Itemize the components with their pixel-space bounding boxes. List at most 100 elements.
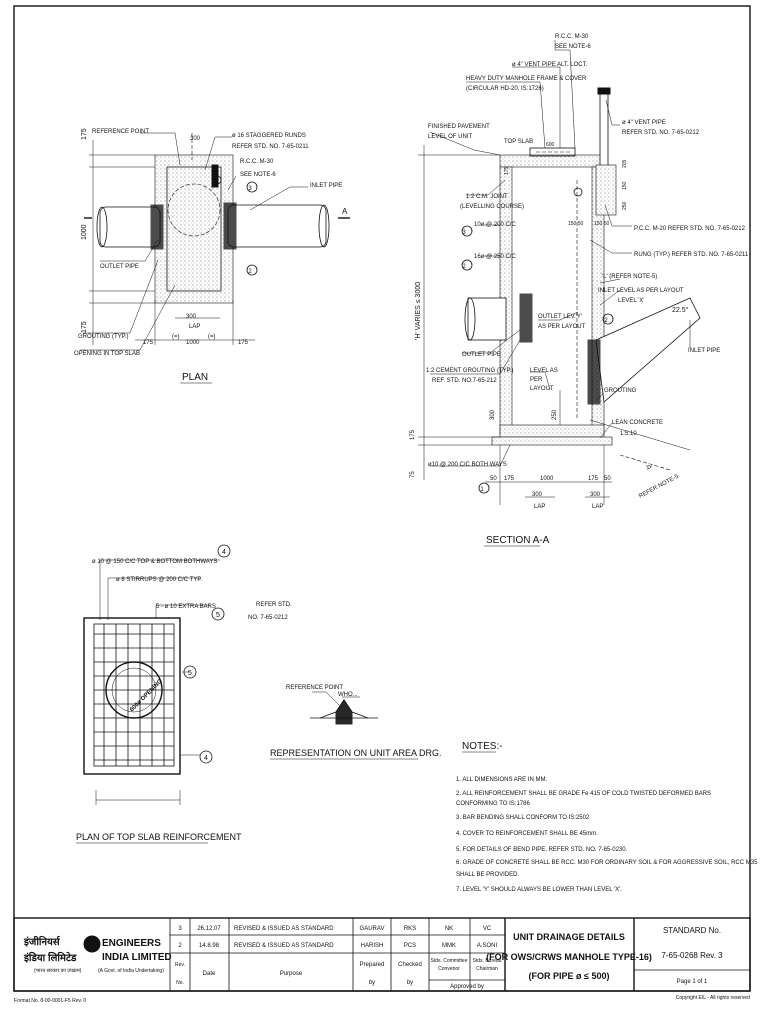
section-inlet-level-label: INLET LEVEL AS PER LAYOUT — [598, 288, 684, 294]
section-bar-10-200: 10ø @ 200 C/C — [474, 222, 516, 228]
svg-text:HARISH: HARISH — [361, 943, 384, 949]
section-outlet-pipe — [467, 297, 507, 341]
plan-outlet-pipe-end — [96, 206, 108, 248]
plan-opening-label: OPENING IN TOP SLAB — [74, 351, 140, 357]
slab-bar-4-label: ø 10 @ 150 C/C TOP & BOTTOM BOTHWAYS — [92, 559, 217, 565]
svg-text:14.8.98: 14.8.98 — [199, 943, 220, 949]
section-pcc-block — [595, 164, 617, 216]
standard-no-label: STANDARD No. — [663, 926, 721, 935]
plan-grouting-label: GROUTING (TYP.) — [78, 334, 129, 340]
plan-dim-bottom-1000: 1000 — [186, 340, 200, 346]
section-ref-0212-label: REF. STD. NO.7-65-212 — [432, 378, 497, 384]
section-dim-175-top: 175 — [504, 166, 510, 175]
notes-heading: NOTES:- — [462, 741, 503, 752]
hdr-rev: Rev. — [175, 962, 185, 968]
company-hindi-1: इंजीनियर्स — [23, 935, 61, 948]
svg-text:NK: NK — [445, 926, 453, 932]
section-dim-300b: 300 — [590, 492, 601, 498]
section-per-label: PER — [530, 377, 543, 383]
page-number: Page 1 of 1 — [677, 979, 708, 985]
copyright: Copyright EIL - All rights reserved — [676, 995, 751, 1001]
section-dim-175b: 175 — [588, 476, 599, 482]
plan-refer-std-label: REFER STD. NO. 7-65-0211 — [232, 144, 309, 150]
section-lean-ratio-label: 1:5:10 — [620, 431, 637, 437]
revision-row: 3 26.12.07 REVISED & ISSUED AS STANDARD … — [178, 926, 492, 932]
section-bar-16-250: 16ø @ 250 C/C — [474, 254, 516, 260]
section-title: SECTION A-A — [486, 535, 550, 546]
svg-text:26.12.07: 26.12.07 — [197, 926, 221, 932]
section-dim-600: 600 — [546, 142, 555, 148]
section-dim-300v: 300 — [490, 409, 496, 420]
section-dim-300a: 300 — [532, 492, 543, 498]
hdr-chairman-2: Chairman — [476, 966, 498, 972]
plan-dim-bottom-175a: 175 — [143, 340, 154, 346]
plan-marker-2: 2 — [248, 269, 252, 275]
svg-text:REVISED & ISSUED AS STANDARD: REVISED & ISSUED AS STANDARD — [234, 926, 334, 932]
hdr-by-2: by — [407, 980, 413, 986]
note-item: 1. ALL DIMENSIONS ARE IN MM. — [456, 777, 547, 783]
plan-chamber-inner — [166, 166, 222, 292]
slab-stirrups-label: ø 8 STIRRUPS @ 200 C/C TYP. — [116, 577, 203, 583]
svg-text:2: 2 — [178, 943, 182, 949]
section-bar-both-label: ø10 @ 200 C/C BOTH WAYS — [428, 462, 507, 468]
section-outlet-lev-label: OUTLET LEV.'Y' — [538, 314, 582, 320]
section-inlet-pipe-label: INLET PIPE — [688, 348, 720, 354]
company-hindi-2: इंडिया लिमिटेड — [23, 951, 77, 964]
section-dim-150-50b: 150 50 — [594, 221, 610, 227]
slab-reinforcement-view: 600ø OPENING ø 10 @ 150 C/C TOP & BOTTOM… — [76, 544, 292, 844]
representation-symbol — [335, 699, 353, 725]
section-dim-50a: 50 — [490, 476, 497, 482]
section-p-label: 'P' — [646, 466, 652, 472]
section-cement-grouting-label: 1:2 CEMENT GROUTING (TYP.) — [426, 368, 513, 374]
slab-opening — [105, 661, 163, 719]
section-dim-175: 175 — [504, 476, 515, 482]
section-rcc-label: R.C.C. M-30 — [555, 34, 589, 40]
section-outlet-pipe-label: OUTLET PIPE — [462, 352, 501, 358]
plan-dim-175-top: 175 — [81, 128, 88, 140]
section-marker-1: 1 — [480, 487, 484, 493]
svg-text:REVISED & ISSUED AS STANDARD: REVISED & ISSUED AS STANDARD — [234, 943, 334, 949]
section-vent-pipe-label: ø 4" VENT PIPE — [622, 120, 666, 126]
revision-row: 2 14.8.98 REVISED & ISSUED AS STANDARD H… — [178, 943, 497, 949]
notes-block: NOTES:- 1. ALL DIMENSIONS ARE IN MM. 2. … — [456, 741, 758, 893]
plan-marker-1: 1 — [214, 179, 217, 185]
section-refer-0212-label: REFER STD. NO. 7-65-0212 — [622, 130, 700, 136]
section-dim-250v: 250 — [622, 201, 628, 210]
company-sub-hindi: (भारत सरकार का उपक्रम) — [34, 968, 82, 974]
plan-inlet-pipe — [227, 204, 327, 248]
format-number: Format No. 8-00-0001-F5 Rev. 0 — [14, 998, 86, 1004]
hdr-convenor-2: Convenor — [438, 966, 460, 972]
plan-see-note-label: SEE NOTE-6 — [240, 172, 276, 178]
hdr-no: No. — [176, 980, 184, 986]
section-circular-label: (CIRCULAR HD-20, IS:1726) — [466, 86, 544, 92]
plan-inlet-pipe-label: INLET PIPE — [310, 183, 342, 189]
hdr-checked: Checked — [398, 962, 422, 968]
section-see-note-label: SEE NOTE-6 — [555, 44, 591, 50]
note-item: SHALL BE PROVIDED. — [456, 872, 519, 878]
hdr-purpose: Purpose — [280, 971, 303, 977]
plan-dim-300: 300 — [186, 314, 197, 320]
plan-title: PLAN — [182, 372, 208, 383]
representation-caption: REPRESENTATION ON UNIT AREA DRG. — [270, 748, 442, 758]
section-marker-2: 2 — [462, 264, 466, 270]
section-dim-50b: 50 — [604, 476, 611, 482]
section-grouting-label: GROUTING — [604, 388, 637, 394]
company-en-2: INDIA LIMITED — [102, 952, 172, 963]
note-item: 5. FOR DETAILS OF BEND PIPE, REFER STD. … — [456, 847, 628, 853]
plan-grout-right — [223, 202, 237, 250]
plan-dim-top-300: 300 — [190, 136, 201, 142]
section-top-slab — [499, 154, 605, 168]
drawing-title-1: UNIT DRAINAGE DETAILS — [513, 932, 625, 942]
representation-who-label: WHO... — [338, 692, 358, 698]
slab-bar-grid — [94, 624, 174, 766]
section-finished-pavement-label: FINISHED PAVEMENT — [428, 124, 490, 130]
plan-dim-eq2: (=) — [208, 334, 216, 340]
note-item: 7. LEVEL 'Y' SHOULD ALWAYS BE LOWER THAN… — [456, 887, 622, 893]
plan-opening-circle — [167, 183, 221, 237]
section-level-unit-label: LEVEL OF UNIT — [428, 134, 472, 140]
section-view: R.C.C. M-30 SEE NOTE-6 ø 4" VENT PIPE AL… — [410, 34, 749, 547]
section-manhole-frame — [529, 147, 576, 157]
section-l-refer-label: 'L' (REFER NOTE-5) — [602, 274, 657, 280]
